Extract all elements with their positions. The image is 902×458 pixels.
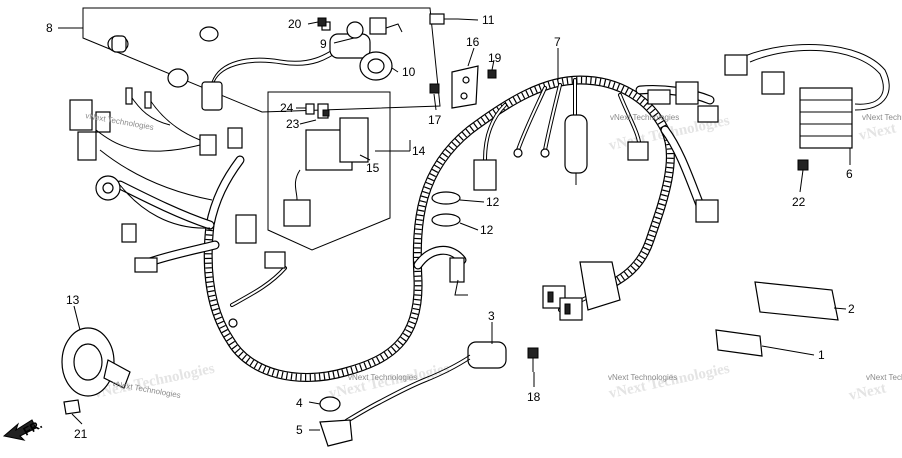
relay-set	[283, 103, 369, 227]
callout-7: 7	[554, 35, 561, 49]
svg-text:vNext Technologies: vNext Technologies	[862, 113, 902, 122]
ignition-switch-set	[107, 17, 403, 111]
callout-4: 4	[296, 396, 303, 410]
callout-3: 3	[488, 309, 495, 323]
svg-text:vNext Technologies: vNext Technologies	[85, 111, 155, 132]
callout-22: 22	[792, 195, 806, 209]
callout-8: 8	[46, 21, 53, 35]
callout-13: 13	[66, 293, 80, 307]
relay-set-group-box	[267, 91, 391, 251]
callout-12b: 12	[480, 223, 494, 237]
callout-12a: 12	[486, 195, 500, 209]
main-wire-harness	[115, 75, 715, 382]
callout-14: 14	[412, 144, 426, 158]
callout-20: 20	[288, 17, 302, 31]
callout-10: 10	[402, 65, 416, 79]
front-direction-label: FR.	[21, 417, 45, 438]
callout-11: 11	[482, 13, 495, 27]
svg-text:vNext Technologies: vNext Technologies	[866, 373, 902, 382]
callout-9: 9	[320, 37, 327, 51]
svg-text:vNext Technologies: vNext Technologies	[348, 373, 417, 382]
front-arrow-icon	[2, 419, 37, 441]
svg-text:vNext: vNext	[848, 380, 888, 403]
callout-18: 18	[527, 390, 541, 404]
callout-19: 19	[488, 51, 502, 65]
callout-2: 2	[848, 302, 855, 316]
callout-6: 6	[846, 167, 853, 181]
leader-lines	[71, 18, 851, 431]
callout-15: 15	[366, 161, 380, 175]
standalone-parts	[61, 13, 890, 447]
callout-16: 16	[466, 35, 480, 49]
callout-17: 17	[428, 113, 442, 127]
callout-21: 21	[74, 427, 88, 441]
callout-1: 1	[818, 348, 825, 362]
svg-text:vNext: vNext	[858, 120, 898, 143]
svg-text:vNext Technologies: vNext Technologies	[610, 113, 679, 122]
callout-5: 5	[296, 423, 303, 437]
ignition-set-group-box	[82, 7, 441, 113]
harness-connectors	[69, 81, 719, 328]
front-direction-arrow: FR.	[2, 417, 45, 441]
callout-labels: 1 2 3 4 5 6 7 8 9 10 11 12 12 13 14 15 1…	[46, 13, 855, 441]
callout-24: 24	[280, 101, 294, 115]
svg-text:vNext Technologies: vNext Technologies	[608, 373, 677, 382]
callout-23: 23	[286, 117, 300, 131]
